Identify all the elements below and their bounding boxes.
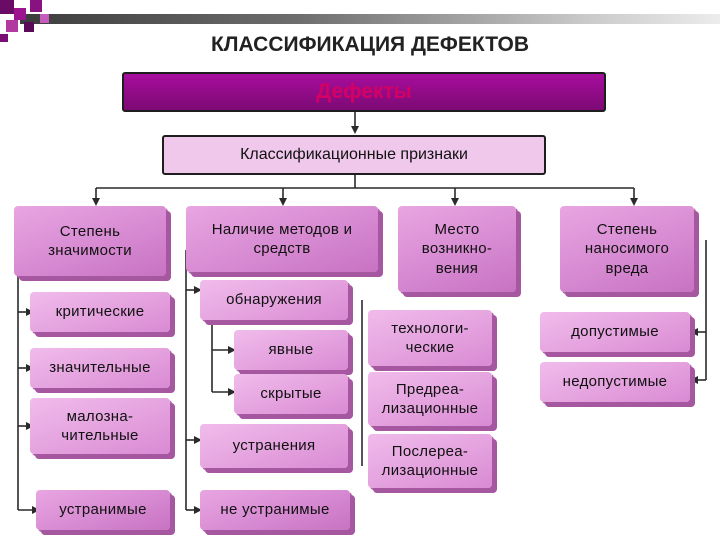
item-explicit: явные [234, 330, 348, 370]
item-acceptable: допустимые [540, 312, 690, 352]
decor-square [30, 0, 42, 12]
item-technological: технологи-ческие [368, 310, 492, 366]
root-node-defects: Дефекты [122, 72, 606, 112]
item-removable: устранимые [36, 490, 170, 530]
group-header-origin: Место возникно-вения [398, 206, 516, 292]
item-critical: критические [30, 292, 170, 332]
item-hidden: скрытые [234, 374, 348, 414]
header-bar [20, 14, 720, 24]
decor-square [40, 14, 49, 23]
group-header-methods: Наличие методов и средств [186, 206, 378, 272]
group-header-harm: Степень наносимого вреда [560, 206, 694, 292]
item-minor: малозна-чительные [30, 398, 170, 454]
decor-square [6, 20, 18, 32]
item-irremovable: не устранимые [200, 490, 350, 530]
slide-title: КЛАССИФИКАЦИЯ ДЕФЕКТОВ [210, 33, 530, 56]
subgroup-elimination: устранения [200, 424, 348, 468]
decor-square [0, 0, 14, 14]
item-unacceptable: недопустимые [540, 362, 690, 402]
item-significant: значительные [30, 348, 170, 388]
subgroup-detection: обнаружения [200, 280, 348, 320]
decor-square [14, 8, 26, 20]
classification-features-node: Классификационные признаки [162, 135, 546, 175]
decor-square [0, 34, 8, 42]
decor-square [24, 22, 34, 32]
item-post-sale: Послереа-лизационные [368, 434, 492, 488]
group-header-significance: Степень значимости [14, 206, 166, 276]
item-pre-sale: Предреа-лизационные [368, 372, 492, 426]
